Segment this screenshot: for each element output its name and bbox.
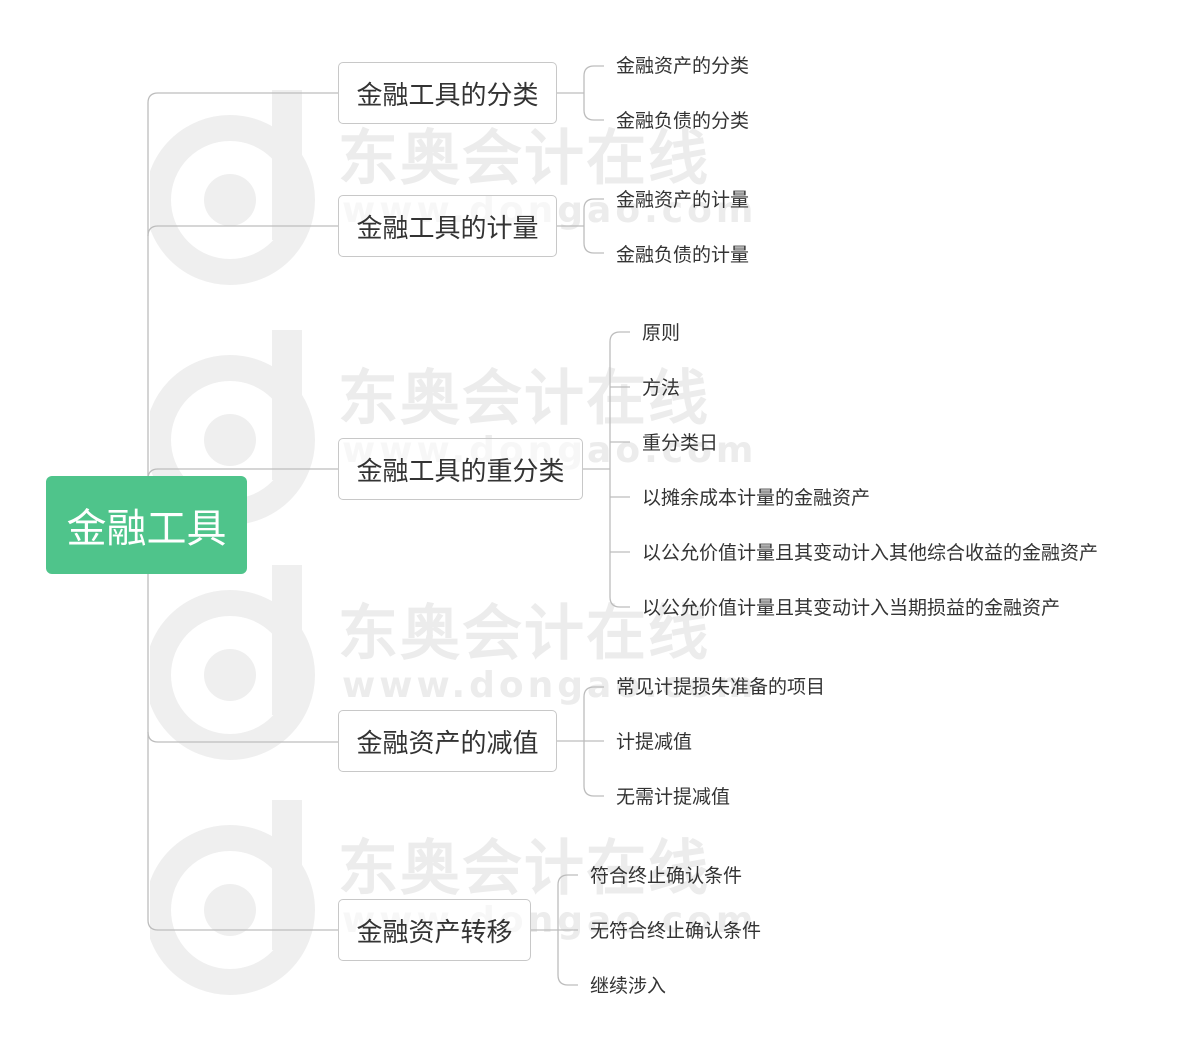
leaf-node[interactable]: 金融负债的分类	[616, 110, 750, 132]
branch-node[interactable]: 金融工具的计量	[338, 195, 557, 257]
connector	[557, 974, 578, 986]
leaf-node[interactable]: 金融资产的计量	[616, 189, 750, 211]
branch-node[interactable]: 金融资产转移	[338, 899, 531, 961]
connector	[147, 225, 338, 237]
leaf-node[interactable]: 符合终止确认条件	[590, 865, 743, 887]
leaf-node[interactable]: 金融资产的分类	[616, 55, 750, 77]
connector	[609, 331, 630, 343]
connector	[583, 242, 604, 254]
leaf-node[interactable]: 以公允价值计量且其变动计入其他综合收益的金融资产	[642, 542, 1099, 564]
leaf-node[interactable]: 以摊余成本计量的金融资产	[642, 487, 871, 509]
connector	[147, 731, 338, 743]
leaf-node[interactable]: 金融负债的计量	[616, 244, 750, 266]
branch-node[interactable]: 金融资产的减值	[338, 710, 557, 772]
connector	[583, 198, 604, 210]
connector	[557, 874, 578, 886]
connector	[147, 92, 159, 104]
connector	[583, 65, 604, 77]
leaf-node[interactable]: 原则	[642, 322, 681, 344]
connector	[583, 686, 604, 698]
root-node[interactable]: 金融工具	[46, 476, 247, 574]
branch-node[interactable]: 金融工具的分类	[338, 62, 557, 124]
leaf-node[interactable]: 以公允价值计量且其变动计入当期损益的金融资产	[642, 597, 1061, 619]
connector	[583, 109, 604, 121]
branch-node[interactable]: 金融工具的重分类	[338, 438, 583, 500]
leaf-node[interactable]: 计提减值	[616, 731, 693, 753]
connector	[147, 919, 338, 931]
leaf-node[interactable]: 常见计提损失准备的项目	[616, 676, 826, 698]
leaf-node[interactable]: 无符合终止确认条件	[590, 920, 762, 942]
connector	[583, 785, 604, 797]
leaf-node[interactable]: 重分类日	[642, 432, 719, 454]
leaf-node[interactable]: 方法	[642, 377, 681, 399]
leaf-node[interactable]: 继续涉入	[590, 975, 667, 997]
connector	[609, 596, 630, 608]
leaf-node[interactable]: 无需计提减值	[616, 786, 731, 808]
